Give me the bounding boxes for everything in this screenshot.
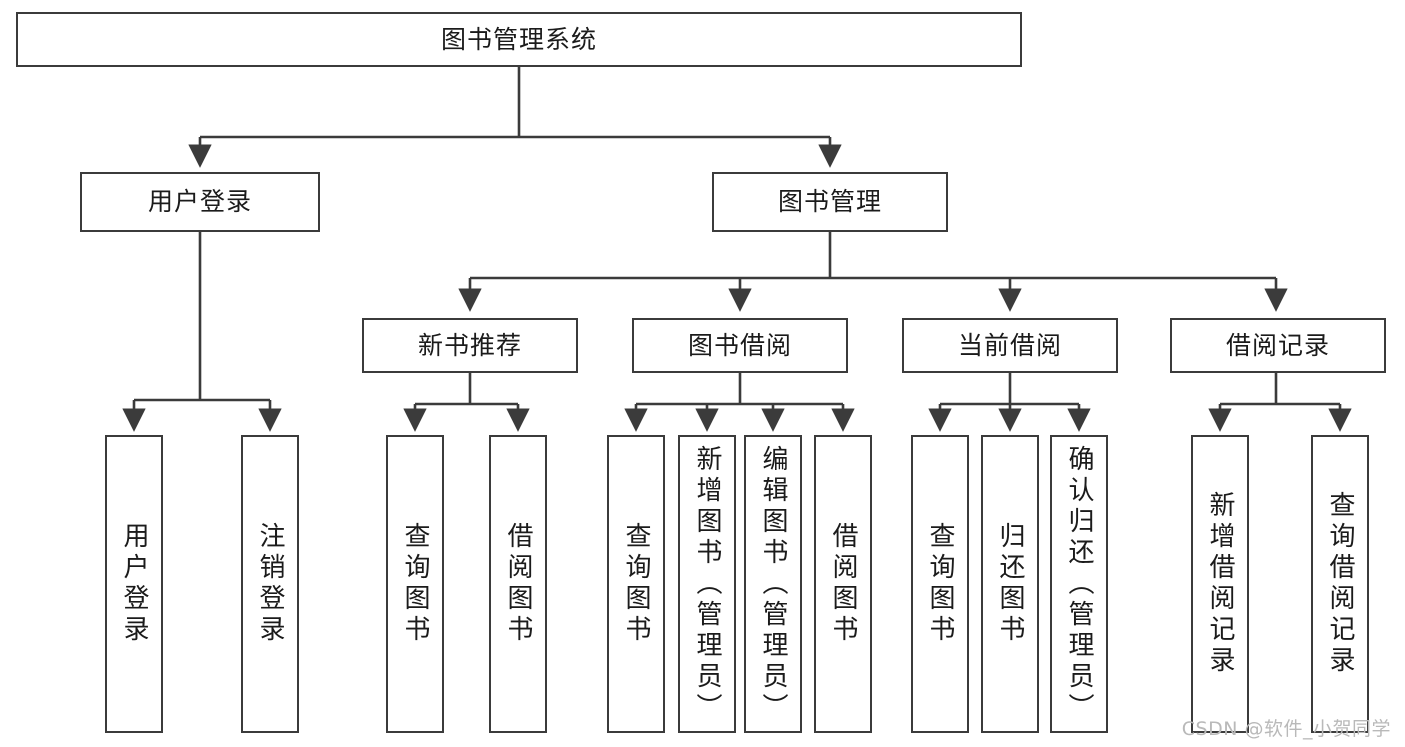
leaf-borrow-edit-book[interactable]: 编辑图书（管理员） <box>744 435 802 733</box>
node-new-book-recommend[interactable]: 新书推荐 <box>362 318 578 373</box>
node-label: 用户登录 <box>119 522 149 646</box>
node-label: 借阅记录 <box>1225 330 1330 360</box>
leaf-user-login-login[interactable]: 用户登录 <box>105 435 163 733</box>
node-label: 确认归还（管理员） <box>1064 445 1094 724</box>
node-label: 查询借阅记录 <box>1325 491 1355 677</box>
leaf-new-book-borrow[interactable]: 借阅图书 <box>489 435 547 733</box>
node-label: 新增图书（管理员） <box>692 445 722 724</box>
leaf-new-book-query[interactable]: 查询图书 <box>386 435 444 733</box>
node-label: 编辑图书（管理员） <box>758 445 788 724</box>
node-book-management[interactable]: 图书管理 <box>712 172 948 232</box>
node-label: 注销登录 <box>255 522 285 646</box>
node-label: 归还图书 <box>995 522 1025 646</box>
node-label: 新增借阅记录 <box>1205 491 1235 677</box>
node-label: 查询图书 <box>400 522 430 646</box>
node-borrow-record[interactable]: 借阅记录 <box>1170 318 1386 373</box>
node-label: 查询图书 <box>925 522 955 646</box>
leaf-borrow-borrow-book[interactable]: 借阅图书 <box>814 435 872 733</box>
leaf-user-login-logout[interactable]: 注销登录 <box>241 435 299 733</box>
node-root-system[interactable]: 图书管理系统 <box>16 12 1022 67</box>
node-label: 图书借阅 <box>687 330 792 360</box>
node-book-borrow[interactable]: 图书借阅 <box>632 318 848 373</box>
leaf-record-add[interactable]: 新增借阅记录 <box>1191 435 1249 733</box>
node-current-borrow[interactable]: 当前借阅 <box>902 318 1118 373</box>
leaf-record-query[interactable]: 查询借阅记录 <box>1311 435 1369 733</box>
leaf-current-confirm-return[interactable]: 确认归还（管理员） <box>1050 435 1108 733</box>
node-user-login[interactable]: 用户登录 <box>80 172 320 232</box>
leaf-current-return-book[interactable]: 归还图书 <box>981 435 1039 733</box>
leaf-current-query-book[interactable]: 查询图书 <box>911 435 969 733</box>
watermark-text: CSDN @软件_小贺同学 <box>1181 718 1391 740</box>
node-label: 新书推荐 <box>417 330 522 360</box>
node-label: 用户登录 <box>147 187 252 216</box>
leaf-borrow-query-book[interactable]: 查询图书 <box>607 435 665 733</box>
node-label: 查询图书 <box>621 522 651 646</box>
node-label: 图书管理 <box>777 187 882 216</box>
node-label: 借阅图书 <box>503 522 533 646</box>
leaf-borrow-add-book[interactable]: 新增图书（管理员） <box>678 435 736 733</box>
node-label: 借阅图书 <box>828 522 858 646</box>
node-label: 图书管理系统 <box>440 24 597 54</box>
node-label: 当前借阅 <box>957 330 1062 360</box>
